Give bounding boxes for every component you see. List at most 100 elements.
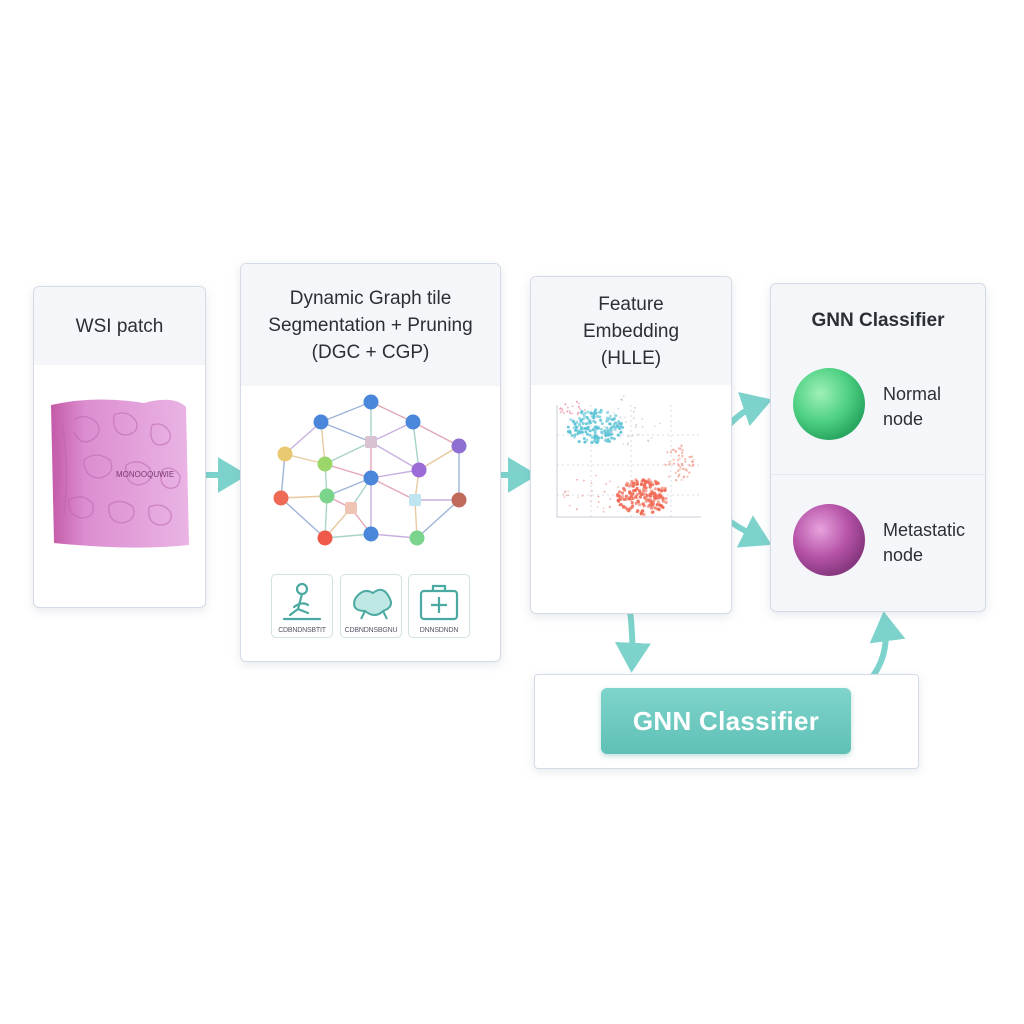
embedding-point bbox=[673, 448, 676, 451]
graph-node bbox=[365, 436, 377, 448]
embedding-point bbox=[564, 491, 566, 493]
embedding-point bbox=[605, 426, 609, 430]
embedding-point bbox=[666, 451, 669, 454]
graph-node bbox=[317, 530, 333, 546]
embedding-point bbox=[624, 494, 628, 498]
embedding-point bbox=[656, 481, 660, 485]
embedding-point bbox=[590, 441, 594, 445]
embedding-point bbox=[571, 405, 574, 408]
embedding-point bbox=[597, 501, 600, 503]
wsi-patch-title: WSI patch bbox=[75, 315, 164, 337]
embedding-point bbox=[591, 428, 595, 432]
embedding-point bbox=[651, 491, 655, 495]
embedding-point bbox=[583, 414, 587, 418]
embedding-point bbox=[632, 481, 636, 485]
embedding-point bbox=[635, 423, 638, 426]
embedding-point bbox=[608, 440, 611, 443]
embedding-point bbox=[648, 485, 652, 489]
embedding-point bbox=[664, 463, 667, 466]
classifier-title: GNN Classifier bbox=[811, 310, 945, 331]
embedding-point bbox=[681, 464, 684, 467]
graph-title-line-1: Dynamic Graph tile bbox=[289, 287, 452, 309]
graph-edge bbox=[320, 421, 372, 443]
pathologist-icon-caption: CDBNDNSBTIT bbox=[278, 627, 326, 634]
embedding-point bbox=[634, 501, 638, 505]
embedding-point bbox=[668, 460, 671, 463]
embedding-point bbox=[632, 410, 635, 413]
embedding-point bbox=[607, 410, 610, 412]
embedding-point bbox=[625, 421, 627, 423]
embedding-point bbox=[622, 443, 625, 446]
embedding-point bbox=[618, 424, 621, 427]
embedding-point bbox=[591, 490, 593, 492]
embedding-point bbox=[656, 500, 660, 504]
embedding-point bbox=[639, 482, 643, 486]
embedding-point bbox=[585, 438, 589, 442]
embedding-point bbox=[618, 503, 622, 507]
normal-node-label-line-1: Normal bbox=[883, 384, 942, 404]
embedding-point bbox=[639, 512, 643, 516]
metastatic-node-label: Metastatic node bbox=[883, 518, 965, 568]
embedding-point bbox=[559, 411, 562, 414]
graph-node bbox=[345, 502, 357, 514]
embedding-point bbox=[634, 426, 637, 428]
embedding-point bbox=[644, 479, 648, 483]
embedding-point bbox=[688, 471, 691, 474]
embedding-point bbox=[621, 425, 625, 429]
embedding-point bbox=[664, 496, 668, 501]
embedding-point bbox=[677, 469, 680, 472]
classifier-divider bbox=[771, 474, 985, 475]
embedding-point bbox=[649, 498, 653, 502]
metastatic-node-row: Metastatic node bbox=[771, 484, 985, 611]
embedding-point bbox=[577, 411, 580, 414]
embedding-point bbox=[620, 429, 623, 432]
graph-edge bbox=[284, 421, 322, 455]
tissue-overlay-label: MONOOQUWIE bbox=[116, 470, 174, 479]
embedding-point bbox=[631, 496, 635, 501]
embedding-point bbox=[640, 479, 644, 484]
embedding-point bbox=[685, 469, 689, 472]
embedding-point bbox=[678, 468, 682, 471]
bottom-classifier-box: GNN Classifier bbox=[534, 674, 919, 769]
embedding-point bbox=[612, 417, 616, 421]
embedding-point bbox=[568, 504, 571, 507]
embedding-point bbox=[567, 490, 570, 493]
embedding-point bbox=[586, 427, 590, 431]
embedding-point bbox=[585, 432, 589, 436]
embedding-point bbox=[590, 436, 594, 439]
graph-title-line-2: Segmentation + Pruning bbox=[268, 314, 473, 336]
embedding-point bbox=[617, 408, 620, 410]
graph-edge bbox=[326, 477, 372, 497]
embedding-point bbox=[575, 420, 579, 424]
embedding-point bbox=[582, 427, 586, 431]
embedding-point bbox=[669, 451, 673, 454]
embedding-point bbox=[691, 460, 694, 463]
graph-edge bbox=[324, 533, 372, 539]
gnn-classifier-panel: GNN Classifier Normal node bbox=[770, 283, 986, 612]
embedding-point bbox=[589, 500, 592, 503]
embedding-point bbox=[566, 406, 569, 409]
graph-title-line-3: (DGC + CGP) bbox=[311, 341, 430, 363]
embedding-point bbox=[622, 497, 626, 501]
embedding-point bbox=[678, 457, 681, 460]
graph-node bbox=[273, 490, 289, 506]
embedding-point bbox=[623, 416, 626, 419]
embedding-point bbox=[566, 425, 570, 429]
embedding-point bbox=[620, 495, 624, 499]
graph-edge bbox=[280, 495, 328, 499]
embedding-point bbox=[681, 468, 685, 471]
embedding-point bbox=[590, 482, 593, 485]
embedding-point bbox=[619, 416, 622, 419]
embedding-point bbox=[594, 425, 598, 429]
embedding-point bbox=[653, 479, 657, 483]
embedding-point bbox=[690, 455, 693, 458]
gnn-classifier-button[interactable]: GNN Classifier bbox=[601, 688, 851, 754]
embedding-point bbox=[588, 433, 592, 437]
graph-edge bbox=[320, 401, 372, 423]
graph-edge bbox=[370, 477, 416, 501]
tissue-patch-image: MONOOQUWIE bbox=[51, 399, 189, 548]
embedding-point bbox=[578, 423, 581, 427]
graph-node bbox=[409, 494, 421, 506]
embedding-point bbox=[583, 479, 585, 482]
graph-edge bbox=[370, 441, 420, 471]
